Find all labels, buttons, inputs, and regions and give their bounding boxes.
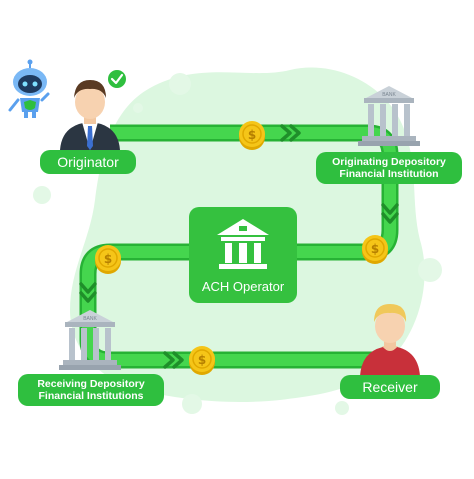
odfi-text-line1: Originating Depository (332, 155, 446, 168)
originator-text: Originator (57, 153, 119, 170)
rdfi-text-line2: Financial Institutions (38, 390, 144, 402)
bubble (418, 258, 442, 282)
ach-operator-node: ACH Operator (189, 207, 297, 303)
bank-icon (217, 219, 269, 269)
double-chevron-icon (79, 282, 97, 303)
bank-sign: BANK (83, 316, 97, 322)
bubble (335, 401, 349, 415)
bubble (169, 73, 191, 95)
bank-icon: BANK (358, 86, 420, 146)
rdfi-text-line1: Receiving Depository (37, 377, 145, 390)
coin-symbol: $ (248, 128, 256, 142)
bank-sign: BANK (382, 92, 396, 98)
bubble (182, 394, 202, 414)
double-chevron-icon (280, 124, 301, 142)
receiver-label: Receiver (340, 375, 440, 399)
originator-label: Originator (40, 150, 136, 174)
rdfi-label: Receiving Depository Financial Instituti… (18, 374, 164, 406)
coin-icon: $ (239, 121, 265, 150)
robot-mascot-icon (8, 59, 50, 118)
double-chevron-icon (381, 203, 399, 224)
bubble (133, 103, 143, 113)
person-icon (360, 304, 420, 376)
coin-symbol: $ (371, 242, 379, 256)
person-icon (60, 80, 120, 150)
coin-symbol: $ (198, 353, 206, 367)
bubble (33, 186, 51, 204)
coin-icon: $ (362, 235, 388, 264)
coin-icon: $ (189, 346, 215, 375)
coin-icon: $ (95, 245, 121, 274)
odfi-text-line2: Financial Institution (339, 168, 439, 180)
bank-icon: BANK (59, 310, 121, 370)
double-chevron-icon (163, 351, 184, 369)
ach-operator-label: ACH Operator (201, 279, 285, 294)
odfi-label: Originating Depository Financial Institu… (316, 152, 462, 184)
coin-symbol: $ (104, 252, 112, 266)
receiver-text: Receiver (362, 378, 418, 395)
checkmark-icon (108, 70, 126, 88)
